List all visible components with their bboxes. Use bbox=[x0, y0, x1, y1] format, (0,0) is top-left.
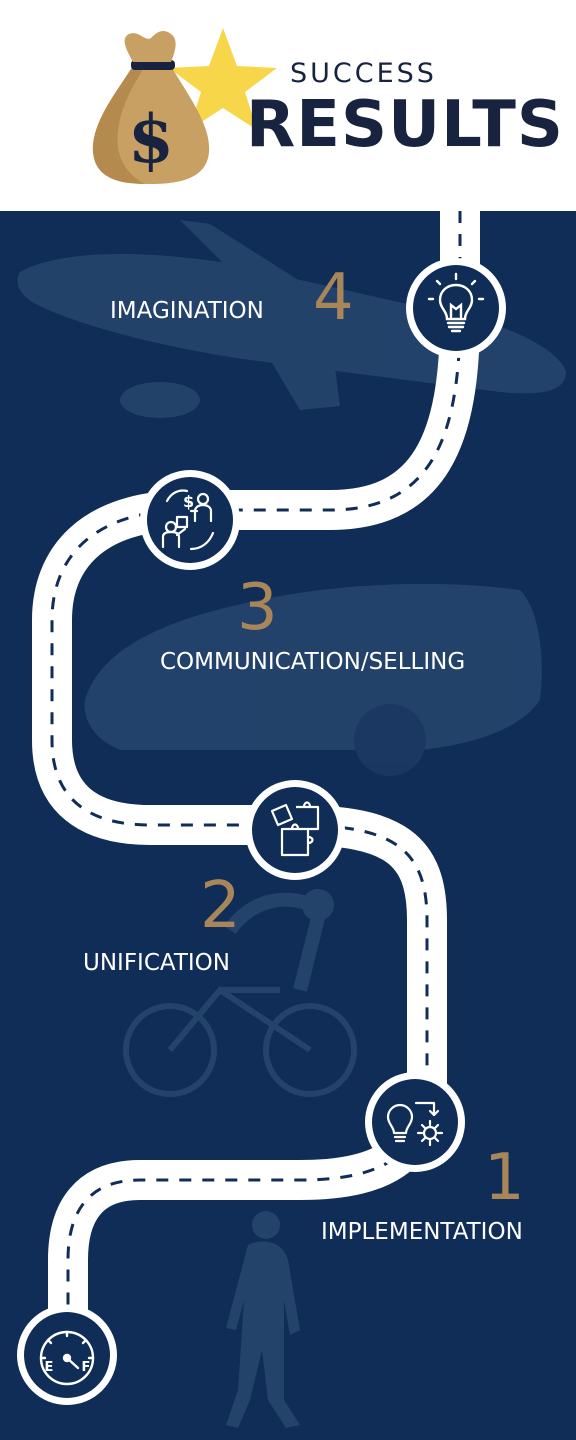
step-2-number: 2 bbox=[200, 869, 241, 943]
page-title: RESULTS bbox=[246, 88, 564, 162]
step-4-label: IMAGINATION bbox=[110, 298, 264, 324]
step-3-number: 3 bbox=[237, 571, 278, 645]
money-bag-top bbox=[124, 31, 176, 62]
header: $ SUCCESS RESULTS bbox=[0, 0, 576, 211]
star-icon bbox=[169, 28, 277, 130]
puzzle-icon bbox=[270, 801, 320, 857]
fuel-gauge-icon: E F bbox=[39, 1330, 95, 1386]
gauge-empty-label: E bbox=[45, 1360, 54, 1375]
step-2-label: UNIFICATION bbox=[83, 950, 230, 976]
money-bag-shade bbox=[92, 66, 145, 184]
money-bag-tie bbox=[131, 60, 175, 70]
dollar-sign: $ bbox=[128, 100, 174, 178]
idea-to-gear-icon bbox=[386, 1101, 444, 1147]
step-1-number: 1 bbox=[484, 1141, 525, 1215]
cyclist-silhouette bbox=[123, 889, 357, 1097]
gauge-full-label: F bbox=[82, 1360, 91, 1375]
step-1-node bbox=[365, 1072, 465, 1172]
walking-person-silhouette bbox=[226, 1211, 300, 1428]
step-1-label: IMPLEMENTATION bbox=[321, 1219, 523, 1245]
svg-text:$: $ bbox=[183, 492, 194, 511]
lightbulb-icon bbox=[427, 272, 485, 333]
airplane-silhouette bbox=[17, 220, 567, 418]
money-bag-icon: $ bbox=[92, 28, 277, 184]
road-dash bbox=[50, 211, 462, 1355]
start-node: E F bbox=[17, 1305, 117, 1405]
step-3-node: $ bbox=[140, 470, 240, 570]
sports-car-silhouette bbox=[84, 583, 542, 776]
step-4-node bbox=[406, 258, 506, 358]
exchange-icon: $ bbox=[161, 489, 215, 551]
step-3-label: COMMUNICATION/SELLING bbox=[160, 649, 466, 675]
subtitle: SUCCESS bbox=[290, 58, 437, 89]
step-2-node bbox=[245, 780, 345, 880]
step-4-number: 4 bbox=[313, 261, 354, 335]
